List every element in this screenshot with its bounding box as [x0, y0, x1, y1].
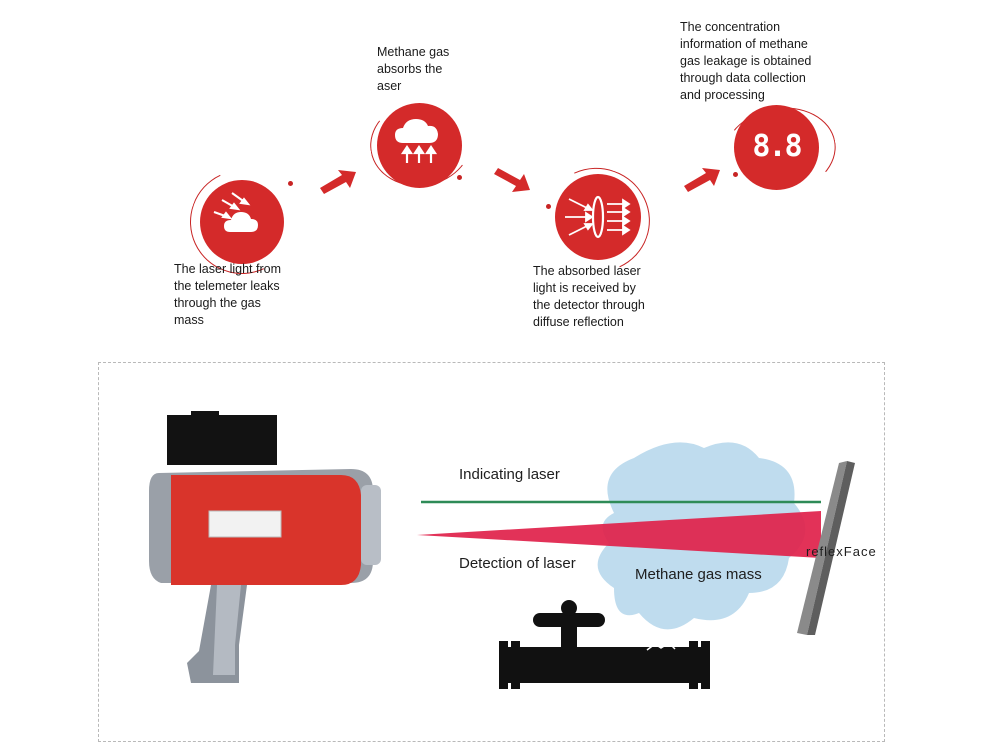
lens-detector-icon [565, 195, 631, 239]
step-2-ring-dot [457, 175, 462, 180]
step-2-circle [377, 103, 462, 188]
reflect-face-label: reflexFace [806, 544, 877, 559]
step-3-text: The absorbed laser light is received by … [533, 264, 645, 329]
step-1-ring-dot [288, 181, 293, 186]
step-2-text: Methane gas absorbs the aser [377, 45, 450, 93]
step-4-ring-dot [733, 172, 738, 177]
step-1-text: The laser light from the telemeter leaks… [174, 262, 281, 327]
indicating-laser-label: Indicating laser [459, 466, 560, 483]
cloud-laser-icon [213, 192, 258, 232]
reflect-face-surface [797, 461, 847, 635]
digital-readout: 8.8 [752, 129, 802, 164]
laser-methane-detector-device [149, 411, 381, 683]
detection-laser-label: Detection of laser [459, 555, 576, 572]
detection-laser-beam [417, 511, 821, 558]
gas-mass-label: Methane gas mass [635, 566, 762, 583]
step-3-circle [555, 174, 641, 260]
gas-pipe-icon [499, 600, 710, 689]
cloud-absorb-icon [395, 119, 438, 163]
digital-display-icon [748, 133, 805, 163]
step-4-circle: 8.8 [734, 105, 819, 190]
diagram-illustration [149, 411, 855, 689]
arrow-icon [320, 170, 356, 194]
step-4-text: The concentration information of methane… [680, 20, 812, 102]
arrow-icon [494, 168, 530, 192]
step-3-ring-dot [546, 204, 551, 209]
laser-detection-diagram [98, 362, 885, 742]
arrow-icon [684, 168, 720, 192]
step-1-circle [200, 180, 284, 264]
